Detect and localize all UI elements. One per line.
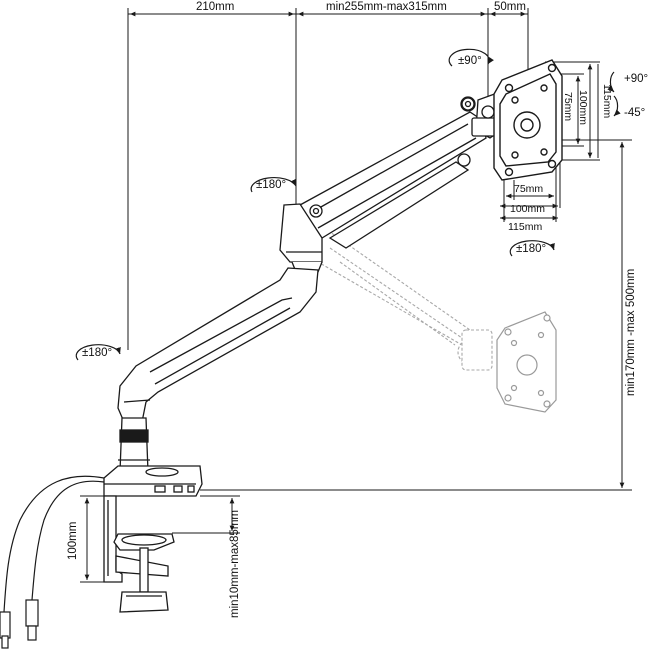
vesa-outer-h-label: 115mm	[601, 84, 613, 118]
vesa-outer-w-label: 115mm	[508, 221, 542, 233]
rot-panel-label: ±180°	[516, 243, 546, 255]
vesa-inner-w-label: 75mm	[514, 183, 543, 195]
rot-tilt-down-label: -45°	[624, 107, 645, 119]
dimension-lines	[80, 8, 632, 583]
rot-mid-joint-label: ±180°	[256, 179, 286, 191]
rot-tilt-up-label: +90°	[624, 73, 648, 85]
clamp-height-label: 100mm	[67, 522, 79, 560]
clamp-base	[103, 465, 203, 497]
dim-top-left-label: 210mm	[196, 1, 234, 13]
rot-head-swivel-label: ±90°	[458, 55, 482, 67]
upper-arm	[299, 96, 487, 249]
vesa-inner-h-label: 75mm	[562, 92, 574, 121]
vesa-mid-w-label: 100mm	[510, 203, 545, 215]
vesa-plate	[493, 59, 563, 181]
usb-cables	[0, 475, 105, 649]
ghost-arm-lowered	[317, 231, 493, 371]
dim-top-mid-label: min255mm-max315mm	[326, 1, 447, 13]
lower-arm	[117, 267, 319, 423]
vesa-mid-h-label: 100mm	[577, 90, 589, 125]
rot-base-joint-label: ±180°	[82, 347, 112, 359]
pole	[118, 417, 150, 473]
desk-thickness-label: min10mm-max85mm	[229, 510, 241, 618]
rotation-arrows	[75, 48, 621, 361]
desk-clamp	[103, 495, 175, 613]
dim-top-right-label: 50mm	[494, 1, 526, 13]
ghost-vesa-plate	[496, 311, 557, 413]
height-range-label: min170mm -max 500mm	[625, 269, 637, 396]
